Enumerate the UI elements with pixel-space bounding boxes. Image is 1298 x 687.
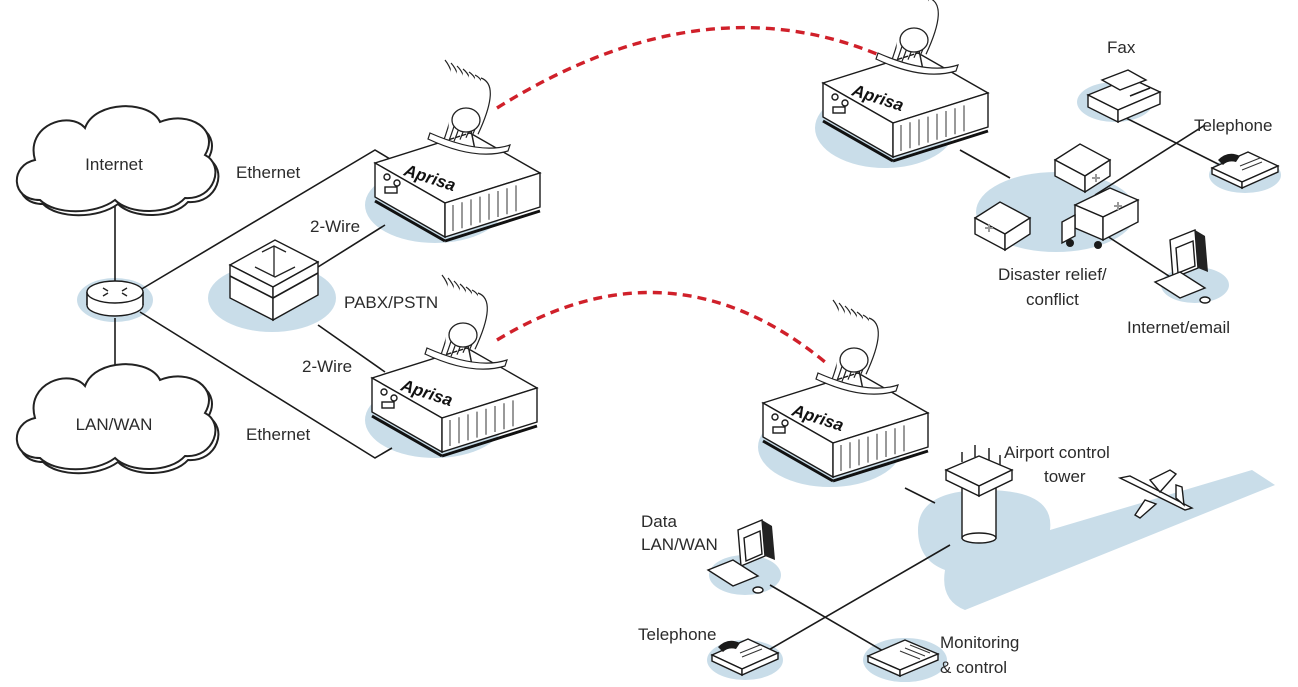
radio-knob (841, 99, 849, 107)
fax-icon (1086, 69, 1162, 124)
radio-base-line (371, 414, 443, 458)
disaster-relief-label-line2: conflict (1026, 290, 1079, 309)
radio-link-bottom (496, 290, 827, 364)
internet-email-label: Internet/email (1127, 318, 1230, 337)
ethernet-top-label: Ethernet (236, 163, 301, 182)
airport-label-line2: tower (1044, 467, 1086, 486)
internet-label: Internet (85, 155, 143, 174)
two-wire-bottom-label: 2-Wire (302, 357, 352, 376)
data-label-line1: Data (641, 512, 677, 531)
aprisa-radio-bottom-right: Aprisa (761, 299, 930, 483)
lan-wan-label: LAN/WAN (76, 415, 153, 434)
radio-knob (831, 93, 839, 101)
connection-lines (114, 114, 1231, 656)
tent-icon-right (1053, 143, 1112, 194)
monitoring-label-line2: & control (940, 658, 1007, 677)
radio-knob (771, 413, 779, 421)
pabx-pstn-label: PABX/PSTN (344, 293, 438, 312)
pabx-switch-icon (228, 239, 320, 322)
radio-knob (393, 179, 401, 187)
radio-knob (380, 388, 388, 396)
internet-cloud: Internet (15, 105, 220, 217)
antenna-dish-icon (424, 274, 508, 370)
radio-base-line (374, 199, 446, 243)
radio-port (772, 426, 786, 434)
ethernet-bottom-label: Ethernet (246, 425, 311, 444)
radio-base-line (762, 439, 834, 483)
radio-base-line (832, 449, 929, 483)
radio-port (381, 401, 395, 409)
airport-label-line1: Airport control (1004, 443, 1110, 462)
fax-label: Fax (1107, 38, 1136, 57)
radio-base-line (892, 129, 989, 163)
tent-icon-left (973, 201, 1032, 252)
telephone-bottom-label: Telephone (638, 625, 716, 644)
ambulance-icon (1061, 187, 1140, 249)
antenna-dish-icon (815, 299, 899, 395)
antenna-dish-icon (427, 59, 511, 155)
radio-base-line (822, 119, 894, 163)
radio-knob (781, 419, 789, 427)
radio-link-top (496, 25, 896, 110)
antenna-dish-icon (875, 0, 959, 75)
data-label-line2: LAN/WAN (641, 535, 718, 554)
radio-port (384, 186, 398, 194)
radio-base-line (441, 424, 538, 458)
radio-base-line (444, 209, 541, 243)
radio-port (832, 106, 846, 114)
computer-icon-bottom (706, 518, 775, 594)
control-tower-icon (944, 445, 1014, 544)
aprisa-radio-top-right: Aprisa (821, 0, 990, 163)
lan-wan-cloud: LAN/WAN (15, 363, 220, 475)
airplane-icon (1117, 469, 1194, 519)
radio-knob (390, 394, 398, 402)
telephone-top-label: Telephone (1194, 116, 1272, 135)
aprisa-radio-top-left: Aprisa (373, 59, 542, 243)
telephone-icon-bottom (710, 638, 780, 677)
monitoring-device-icon (866, 639, 940, 678)
aprisa-radio-bottom-left: Aprisa (370, 274, 539, 458)
router-icon (86, 280, 144, 317)
computer-icon-top (1153, 228, 1211, 304)
radio-knob (383, 173, 391, 181)
diagram-labels: Ethernet Ethernet 2-Wire 2-Wire PABX/PST… (236, 38, 1272, 677)
two-wire-top-label: 2-Wire (310, 217, 360, 236)
telephone-icon-top (1210, 151, 1280, 190)
monitoring-label-line1: Monitoring (940, 633, 1019, 652)
disaster-relief-label-line1: Disaster relief/ (998, 265, 1107, 284)
